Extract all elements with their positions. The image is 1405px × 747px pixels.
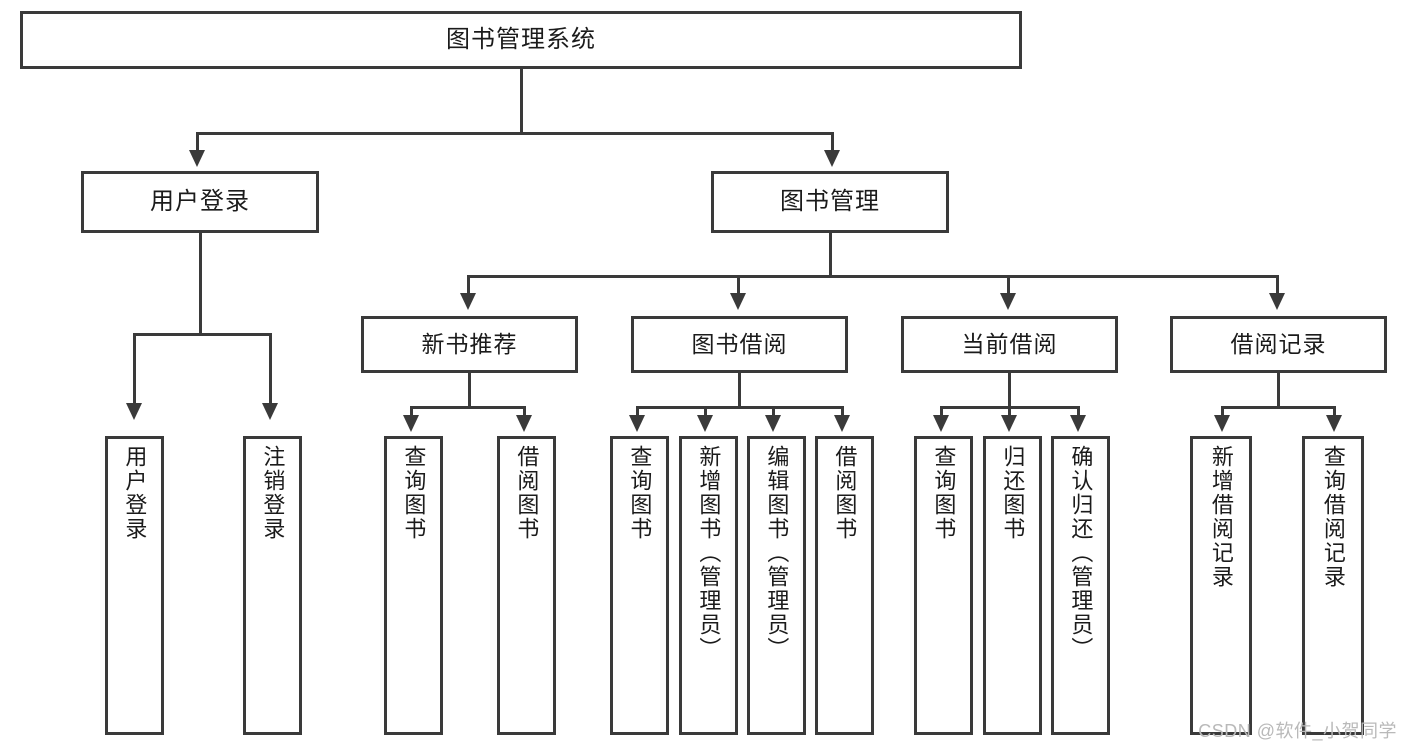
- node-user-login[interactable]: 用户登录: [81, 171, 319, 233]
- arrowhead-to-borrow-record: [1269, 293, 1285, 310]
- node-current-borrow[interactable]: 当前借阅: [901, 316, 1118, 373]
- arrowhead-root-to-book-manage: [824, 150, 840, 167]
- leaf-book-borrow-add[interactable]: 新增图书（管理员）: [679, 436, 738, 735]
- node-label: 当前借阅: [961, 330, 1058, 357]
- node-label: 确认归还（管理员）: [1068, 445, 1094, 661]
- node-book-borrow[interactable]: 图书借阅: [631, 316, 848, 373]
- leaf-borrow-record-query[interactable]: 查询借阅记录: [1302, 436, 1364, 735]
- node-label: 编辑图书（管理员）: [764, 445, 790, 661]
- node-label: 查询图书: [931, 445, 957, 541]
- connector-book-borrow-stem: [738, 373, 741, 409]
- leaf-current-borrow-query[interactable]: 查询图书: [914, 436, 973, 735]
- connector-borrow-record-drop-1: [1221, 406, 1224, 418]
- connector-book-management-stem: [829, 233, 832, 278]
- node-label: 新书推荐: [421, 330, 518, 357]
- node-label: 归还图书: [1000, 445, 1026, 541]
- node-label: 查询图书: [627, 445, 653, 541]
- connector-book-management-drop-3: [1007, 275, 1010, 297]
- leaf-new-book-borrow[interactable]: 借阅图书: [497, 436, 556, 735]
- node-label: 图书管理系统: [446, 25, 596, 53]
- arrowhead-user-login-leaf-2: [262, 403, 278, 420]
- connector-root-drop-1: [196, 132, 199, 154]
- connector-user-login-bus: [133, 333, 269, 336]
- node-book-management[interactable]: 图书管理: [711, 171, 949, 233]
- connector-book-borrow-drop-2: [704, 406, 707, 418]
- leaf-user-login-login[interactable]: 用户登录: [105, 436, 164, 735]
- arrowhead-to-current-borrow: [1000, 293, 1016, 310]
- arrowhead-to-new-book: [460, 293, 476, 310]
- connector-book-management-drop-4: [1276, 275, 1279, 297]
- node-root-system[interactable]: 图书管理系统: [20, 11, 1022, 69]
- node-label: 用户登录: [122, 445, 148, 541]
- node-label: 图书借阅: [691, 330, 788, 357]
- connector-book-borrow-bus: [636, 406, 844, 409]
- arrowhead-current-borrow-leaf-1: [933, 415, 949, 432]
- connector-root-drop-2: [831, 132, 834, 154]
- connector-user-login-drop-1: [133, 333, 136, 406]
- connector-user-login-drop-2: [269, 333, 272, 406]
- arrowhead-borrow-record-leaf-2: [1326, 415, 1342, 432]
- connector-borrow-record-bus: [1221, 406, 1335, 409]
- arrowhead-current-borrow-leaf-3: [1070, 415, 1086, 432]
- node-label: 注销登录: [260, 445, 286, 541]
- arrowhead-book-borrow-leaf-3: [765, 415, 781, 432]
- node-new-book-recommend[interactable]: 新书推荐: [361, 316, 578, 373]
- connector-book-management-drop-2: [737, 275, 740, 297]
- connector-new-book-stem: [468, 373, 471, 409]
- arrowhead-user-login-leaf-1: [126, 403, 142, 420]
- connector-borrow-record-drop-2: [1333, 406, 1336, 418]
- connector-current-borrow-drop-1: [940, 406, 943, 418]
- arrowhead-borrow-record-leaf-1: [1214, 415, 1230, 432]
- connector-new-book-drop-2: [523, 406, 526, 418]
- arrowhead-book-borrow-leaf-2: [697, 415, 713, 432]
- leaf-book-borrow-query[interactable]: 查询图书: [610, 436, 669, 735]
- node-label: 借阅图书: [514, 445, 540, 541]
- node-label: 查询图书: [401, 445, 427, 541]
- connector-book-borrow-drop-3: [772, 406, 775, 418]
- node-label: 用户登录: [150, 187, 250, 215]
- connector-new-book-bus: [410, 406, 526, 409]
- connector-book-borrow-drop-1: [636, 406, 639, 418]
- node-label: 查询借阅记录: [1320, 445, 1346, 589]
- connector-new-book-drop-1: [410, 406, 413, 418]
- arrowhead-book-borrow-leaf-1: [629, 415, 645, 432]
- node-label: 借阅记录: [1230, 330, 1327, 357]
- connector-current-borrow-drop-3: [1077, 406, 1080, 418]
- connector-user-login-stem: [199, 233, 202, 335]
- leaf-current-borrow-return[interactable]: 归还图书: [983, 436, 1042, 735]
- arrowhead-new-book-leaf-2: [516, 415, 532, 432]
- leaf-book-borrow-borrow[interactable]: 借阅图书: [815, 436, 874, 735]
- connector-book-management-bus: [467, 275, 1279, 278]
- node-label: 新增图书（管理员）: [696, 445, 722, 661]
- connector-borrow-record-stem: [1277, 373, 1280, 409]
- arrowhead-new-book-leaf-1: [403, 415, 419, 432]
- connector-current-borrow-stem: [1008, 373, 1011, 409]
- leaf-new-book-query[interactable]: 查询图书: [384, 436, 443, 735]
- connector-root-bus: [196, 132, 834, 135]
- connector-current-borrow-drop-2: [1008, 406, 1011, 418]
- arrowhead-to-book-borrow: [730, 293, 746, 310]
- node-borrow-record[interactable]: 借阅记录: [1170, 316, 1387, 373]
- connector-book-borrow-drop-4: [841, 406, 844, 418]
- arrowhead-current-borrow-leaf-2: [1001, 415, 1017, 432]
- connector-book-management-drop-1: [467, 275, 470, 297]
- node-label: 图书管理: [780, 187, 880, 215]
- node-label: 新增借阅记录: [1208, 445, 1234, 589]
- leaf-book-borrow-edit[interactable]: 编辑图书（管理员）: [747, 436, 806, 735]
- leaf-user-login-logout[interactable]: 注销登录: [243, 436, 302, 735]
- leaf-current-borrow-confirm[interactable]: 确认归还（管理员）: [1051, 436, 1110, 735]
- leaf-borrow-record-add[interactable]: 新增借阅记录: [1190, 436, 1252, 735]
- arrowhead-root-to-user-login: [189, 150, 205, 167]
- node-label: 借阅图书: [832, 445, 858, 541]
- connector-root-stem: [520, 69, 523, 134]
- arrowhead-book-borrow-leaf-4: [834, 415, 850, 432]
